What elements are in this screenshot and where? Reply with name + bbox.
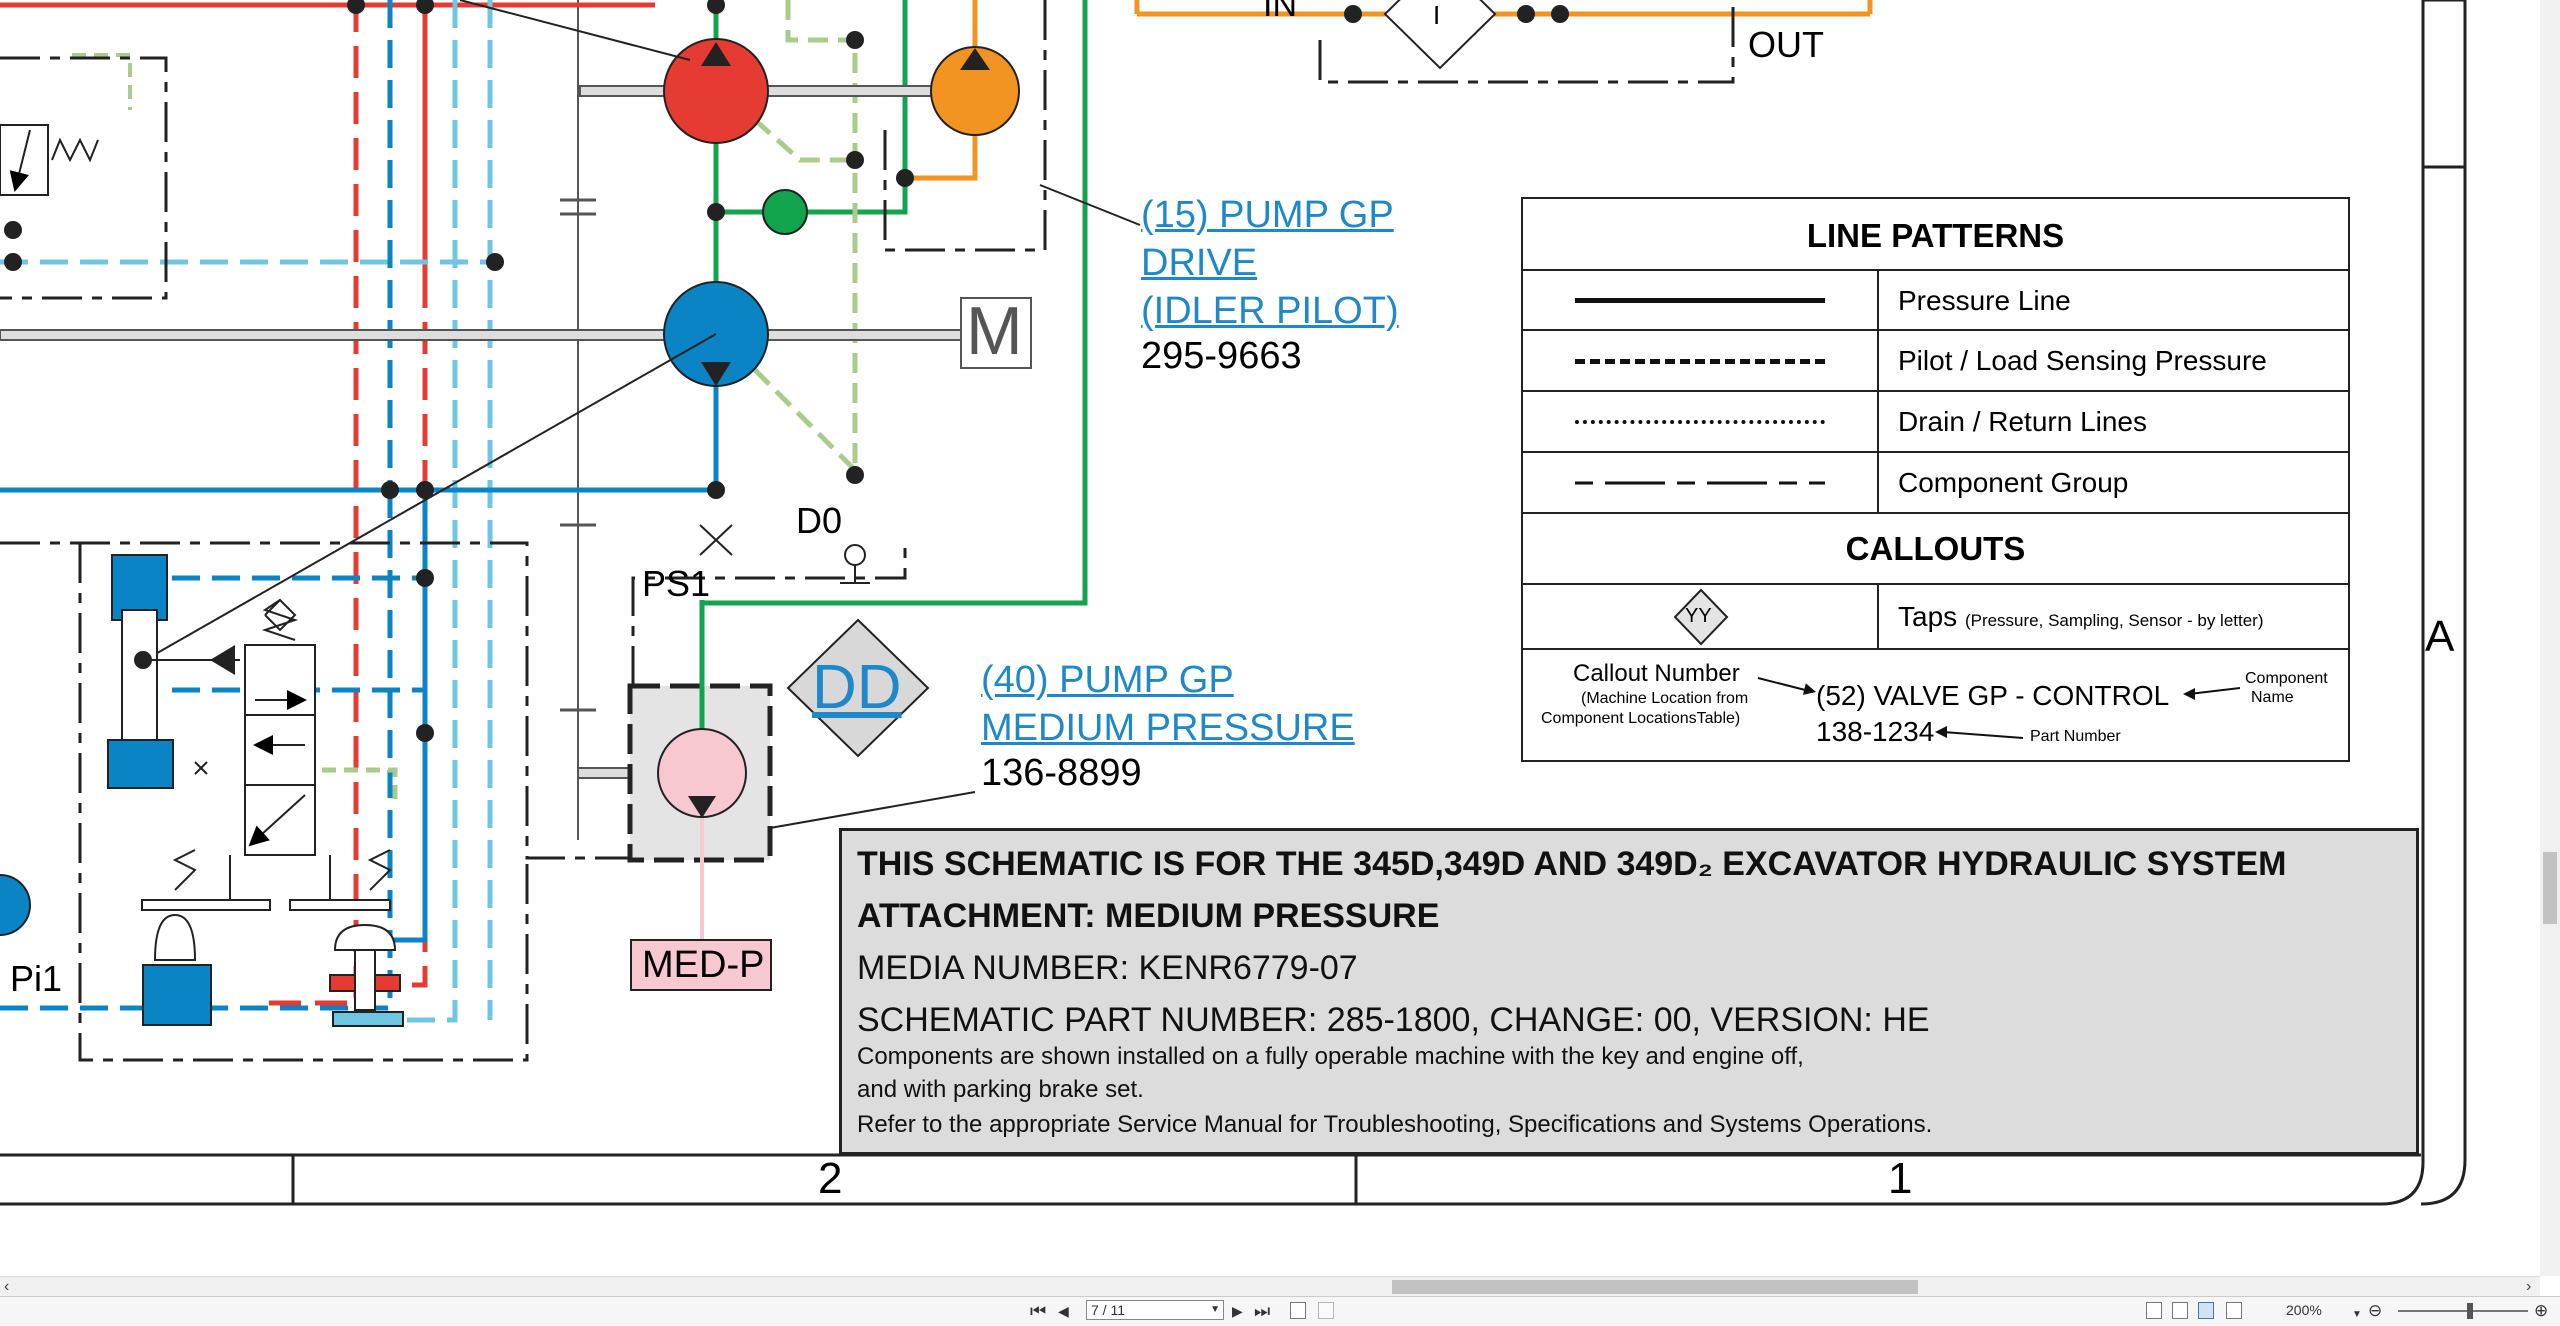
two-page-view-icon[interactable] xyxy=(2198,1302,2214,1319)
page-indicator: 7 / 11 xyxy=(1091,1302,1125,1318)
legend-pressure-label: Pressure Line xyxy=(1898,285,2071,316)
first-page-icon[interactable]: ⏮ xyxy=(1030,1301,1047,1321)
tap-dd-diamond xyxy=(786,618,930,758)
next-page-icon[interactable]: ▶ xyxy=(1232,1303,1243,1319)
pump-40-name-line1[interactable]: (40) PUMP GP xyxy=(981,659,1234,701)
callout-number-note1: (Machine Location from xyxy=(1581,690,1749,707)
outer-border xyxy=(2420,0,2467,1206)
med-p-label: MED-P xyxy=(642,944,765,986)
tap-i-diamond xyxy=(1383,0,1497,70)
zoom-out-icon[interactable]: ⊖ xyxy=(2368,1301,2383,1320)
legend-row-pressure: Pressure Line xyxy=(1523,269,2348,329)
pump-40-callout[interactable]: (40) PUMP GP MEDIUM PRESSURE 136-8899 xyxy=(981,656,1355,795)
legend-drain-label: Drain / Return Lines xyxy=(1898,406,2148,437)
zoom-slider[interactable] xyxy=(2398,1310,2528,1312)
drawing-border xyxy=(0,0,2425,1206)
vertical-scrollbar[interactable] xyxy=(2540,0,2560,1276)
zoom-dropdown-icon[interactable]: ▼ xyxy=(2352,1309,2362,1320)
legend-row-callouts-title: CALLOUTS xyxy=(1523,512,2348,583)
paste-icon[interactable] xyxy=(1318,1302,1334,1319)
legend-taps-label: Taps (Pressure, Sampling, Sensor - by le… xyxy=(1898,601,2264,633)
continuous-view-icon[interactable] xyxy=(2172,1302,2188,1319)
notes-line4: SCHEMATIC PART NUMBER: 285-1800, CHANGE:… xyxy=(857,1001,1930,1039)
pump-15-callout[interactable]: (15) PUMP GP DRIVE (IDLER PILOT) 295-966… xyxy=(1141,191,1399,378)
prev-page-icon[interactable]: ◀ xyxy=(1058,1303,1069,1319)
legend-table: LINE PATTERNS Pressure Line Pilot / Load… xyxy=(1521,197,2350,762)
document-viewport[interactable]: IN OUT I M D0 PS1 Pi1 DD MED-P A 2 1 (15… xyxy=(0,0,2540,1276)
pi1-label: Pi1 xyxy=(10,958,63,999)
legend-row-pilot: Pilot / Load Sensing Pressure xyxy=(1523,329,2348,390)
tap-symbol-icon xyxy=(1673,588,1729,646)
ps1-label: PS1 xyxy=(642,563,711,604)
book-view-icon[interactable] xyxy=(2226,1302,2242,1319)
notes-line7: Refer to the appropriate Service Manual … xyxy=(857,1111,1933,1138)
zoom-in-icon[interactable]: ⊕ xyxy=(2534,1301,2549,1320)
callout-number-label: Callout Number xyxy=(1573,660,1740,687)
legend-title-callouts: CALLOUTS xyxy=(1845,530,2026,567)
legend-title-line-patterns: LINE PATTERNS xyxy=(1806,217,2065,254)
pump-15-name-line2[interactable]: DRIVE xyxy=(1141,242,1258,284)
page-number-input[interactable]: 7 / 11 ▼ xyxy=(1086,1300,1224,1320)
horizontal-scrollbar[interactable]: ‹ › xyxy=(0,1276,2540,1297)
taps-text: Taps xyxy=(1898,601,1958,632)
pump-15-part-number: 295-9663 xyxy=(1141,335,1302,377)
scroll-left-icon[interactable]: ‹ xyxy=(4,1278,10,1295)
legend-row-component-group: Component Group xyxy=(1523,451,2348,512)
legend-row-drain: Drain / Return Lines xyxy=(1523,390,2348,451)
legend-pilot-label: Pilot / Load Sensing Pressure xyxy=(1898,345,2267,376)
orange-pump xyxy=(930,46,1020,136)
single-page-view-icon[interactable] xyxy=(2146,1302,2162,1319)
taps-note: (Pressure, Sampling, Sensor - by letter) xyxy=(1964,611,2264,630)
zoom-level[interactable]: 200% xyxy=(2286,1302,2322,1318)
notes-line1: THIS SCHEMATIC IS FOR THE 345D,349D AND … xyxy=(857,845,2287,883)
last-page-icon[interactable]: ⏭ xyxy=(1254,1301,1271,1321)
horizontal-scroll-thumb[interactable] xyxy=(1392,1280,1918,1294)
callout-number-note2: Component LocationsTable) xyxy=(1541,710,1741,727)
legend-row-taps: YY Taps (Pressure, Sampling, Sensor - by… xyxy=(1523,583,2348,648)
pump-15-name-line3[interactable]: (IDLER PILOT) xyxy=(1141,290,1399,332)
notes-line6: and with parking brake set. xyxy=(857,1076,1144,1103)
zone-2-label: 2 xyxy=(818,1154,843,1203)
page-dropdown-icon[interactable]: ▼ xyxy=(1210,1304,1220,1315)
tap-symbol-label: YY xyxy=(1685,605,1712,627)
motor-label: M xyxy=(966,293,1023,369)
tap-dd-label[interactable]: DD xyxy=(812,653,902,722)
callout-example-name: (52) VALVE GP - CONTROL xyxy=(1816,680,2170,711)
motor-box xyxy=(960,297,1032,369)
legend-row-callout-example: Callout Number (Machine Location from Co… xyxy=(1523,648,2348,762)
schematic-notes: THIS SCHEMATIC IS FOR THE 345D,349D AND … xyxy=(839,828,2419,1155)
pump-15-name-line1[interactable]: (15) PUMP GP xyxy=(1141,194,1394,236)
callout-example-part: 138-1234 xyxy=(1816,716,1935,747)
scroll-right-icon[interactable]: › xyxy=(2526,1278,2532,1295)
notes-line3: MEDIA NUMBER: KENR6779-07 xyxy=(857,949,1358,987)
vertical-scroll-thumb[interactable] xyxy=(2543,852,2557,924)
pump-40-part-number: 136-8899 xyxy=(981,752,1142,794)
d0-label: D0 xyxy=(796,500,843,541)
viewer-status-bar: ⏮ ◀ 7 / 11 ▼ ▶ ⏭ 200% ▼ ⊖ ⊕ xyxy=(0,1296,2560,1325)
tap-i-label: I xyxy=(1433,0,1441,30)
zone-1-label: 1 xyxy=(1888,1154,1913,1203)
notes-line2: ATTACHMENT: MEDIUM PRESSURE xyxy=(857,897,1440,935)
med-p-box xyxy=(630,939,772,991)
part-number-label: Part Number xyxy=(2030,728,2121,745)
zoom-slider-handle[interactable] xyxy=(2467,1303,2473,1319)
notes-line5: Components are shown installed on a full… xyxy=(857,1043,1804,1070)
legend-component-group-label: Component Group xyxy=(1898,467,2129,498)
hydraulic-schematic xyxy=(0,0,2467,1206)
red-pump xyxy=(663,38,769,144)
green-check-valve xyxy=(762,189,808,235)
in-label: IN xyxy=(1263,0,1297,24)
out-label: OUT xyxy=(1748,24,1824,65)
control-valve xyxy=(244,644,316,856)
component-name-line1: Component xyxy=(2245,670,2328,687)
copy-icon[interactable] xyxy=(1290,1302,1306,1319)
pump-40-name-line2[interactable]: MEDIUM PRESSURE xyxy=(981,707,1355,749)
zone-a-label: A xyxy=(2425,612,2455,661)
component-name-line2: Name xyxy=(2251,689,2294,706)
